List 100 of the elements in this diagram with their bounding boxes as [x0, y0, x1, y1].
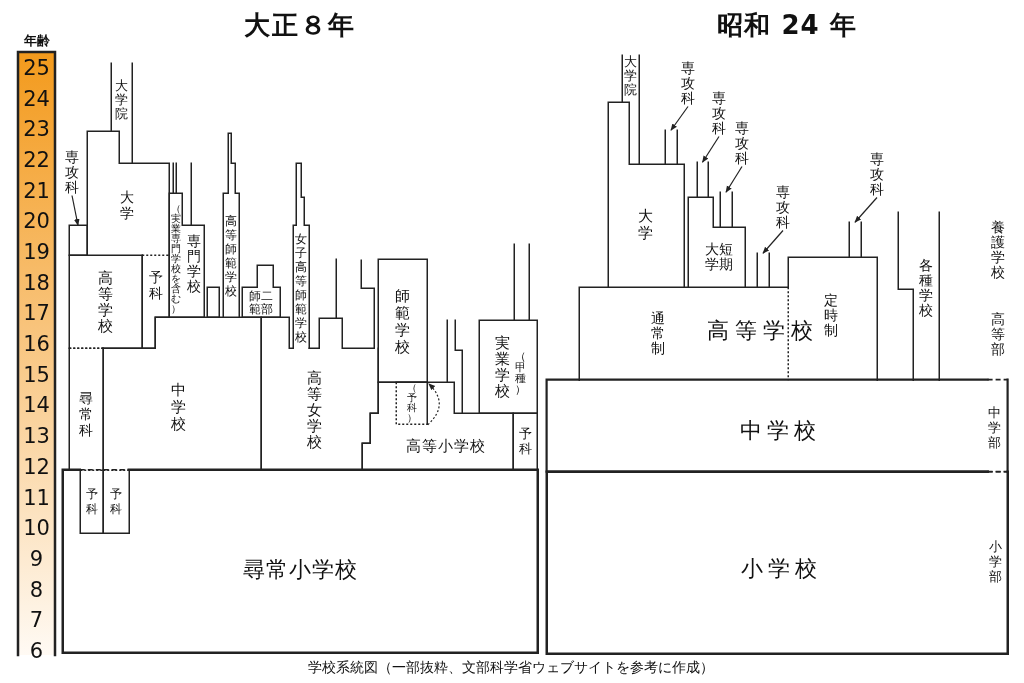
course-column: [847, 220, 863, 259]
school-name: 二部師範: [248, 289, 274, 316]
school-block: [167, 161, 206, 319]
course-type-label: 通常制: [651, 310, 665, 356]
school-block: [511, 411, 539, 472]
school-name: 大学: [637, 208, 653, 242]
age-number: 11: [23, 487, 50, 508]
dashed-arrow: [427, 383, 440, 426]
column-label: 高等部: [991, 311, 1005, 357]
age-number: 13: [23, 425, 50, 447]
school-block: [61, 468, 540, 655]
school-name: 大学院: [624, 55, 637, 97]
age-number: 10: [23, 517, 50, 539]
school-name: 各種学校: [919, 258, 933, 318]
school-block: [140, 253, 171, 350]
age-number: 8: [29, 579, 44, 601]
leader-arrow: [701, 135, 720, 163]
age-number: 19: [23, 241, 50, 263]
school-block: [291, 161, 311, 350]
school-block: [78, 468, 105, 535]
axis-title: 年齢: [23, 33, 50, 47]
school-block: [545, 470, 1010, 656]
school-name: 高等学校: [707, 320, 819, 342]
leader-arrow: [854, 196, 878, 223]
division-label: 小学部: [988, 538, 1002, 584]
leader-arrow: [725, 165, 743, 193]
school-block: [101, 468, 131, 535]
school-name: 予科: [518, 426, 532, 456]
school-name: 尋常科: [79, 390, 93, 438]
age-number: 7: [29, 609, 44, 631]
school-name: 大学: [120, 189, 134, 221]
age-number: 21: [23, 180, 50, 202]
age-number: 18: [23, 272, 50, 294]
school-name: 高等女学校: [306, 370, 322, 450]
figure-caption: 学校系統図（一部抜粋、文部科学省ウェブサイトを参考に作成）: [308, 660, 714, 674]
division-label: 中学部: [988, 404, 1002, 450]
leader-arrow: [71, 194, 80, 226]
school-block: [896, 210, 941, 382]
school-block: [240, 263, 282, 319]
school-name: 中学校: [740, 420, 822, 442]
school-name: 実業学校: [494, 335, 510, 399]
callout-label: 専攻科: [65, 149, 79, 195]
school-block: [67, 346, 105, 472]
school-name: 尋常小学校: [242, 559, 358, 581]
school-name: 専門学校: [187, 234, 201, 294]
course-column: [755, 251, 771, 289]
school-name: 師範学校: [394, 288, 410, 356]
school-name: 高等学校: [97, 270, 113, 334]
school-block: [360, 380, 515, 472]
callout-label: 専攻科: [712, 90, 726, 136]
school-block: [686, 195, 747, 289]
period-heading: 大正８年: [244, 12, 356, 38]
school-block: [67, 253, 144, 350]
school-name: （予科）: [406, 383, 417, 423]
school-name: 大学院: [115, 79, 128, 121]
course-column: [718, 190, 734, 229]
school-name: 高等小学校: [406, 438, 486, 454]
age-number: 20: [23, 210, 50, 232]
course-type-label: 定時制: [824, 292, 838, 338]
age-number: 15: [23, 364, 50, 386]
leader-arrow: [670, 105, 689, 131]
school-block: [205, 285, 221, 319]
school-block: [545, 378, 1010, 474]
age-number: 16: [23, 333, 50, 355]
school-name: 中学校: [170, 381, 186, 433]
age-number: 22: [23, 149, 50, 171]
age-number: 9: [29, 548, 44, 570]
school-name: 予科: [110, 487, 122, 517]
age-number: 17: [23, 302, 50, 324]
callout-label: 専攻科: [735, 120, 749, 166]
age-number: 24: [23, 88, 50, 110]
school-block: [221, 131, 241, 319]
school-name: 短期大学: [704, 242, 734, 272]
school-name: 予科: [149, 269, 163, 301]
leader-arrow: [762, 229, 784, 254]
age-number: 14: [23, 394, 50, 416]
column-label: 養護学校: [991, 220, 1005, 280]
age-number: 23: [23, 118, 50, 140]
school-block: [394, 380, 429, 426]
course-column: [445, 318, 464, 415]
school-block: [577, 255, 879, 382]
school-block: [67, 223, 89, 257]
callout-label: 専攻科: [681, 60, 695, 106]
callout-label: 専攻科: [870, 151, 884, 197]
course-column: [695, 160, 710, 199]
school-block: [477, 242, 539, 415]
age-number: 12: [23, 456, 50, 478]
school-block: [109, 61, 134, 165]
age-number: 25: [23, 57, 50, 79]
age-number: 6: [29, 640, 44, 662]
period-heading: 昭和 24 年: [717, 12, 857, 38]
callout-label: 専攻科: [776, 184, 790, 230]
note-text: （甲種）: [514, 351, 526, 395]
school-name: 小学校: [740, 558, 822, 580]
school-name: 女子高等師範学校: [295, 232, 307, 344]
school-name: 高等師範学校: [225, 214, 237, 298]
school-block: [620, 53, 641, 166]
note-text: （実業専門学校を含む）: [170, 204, 181, 314]
school-block: [376, 257, 429, 384]
school-name: 予科: [85, 487, 98, 517]
